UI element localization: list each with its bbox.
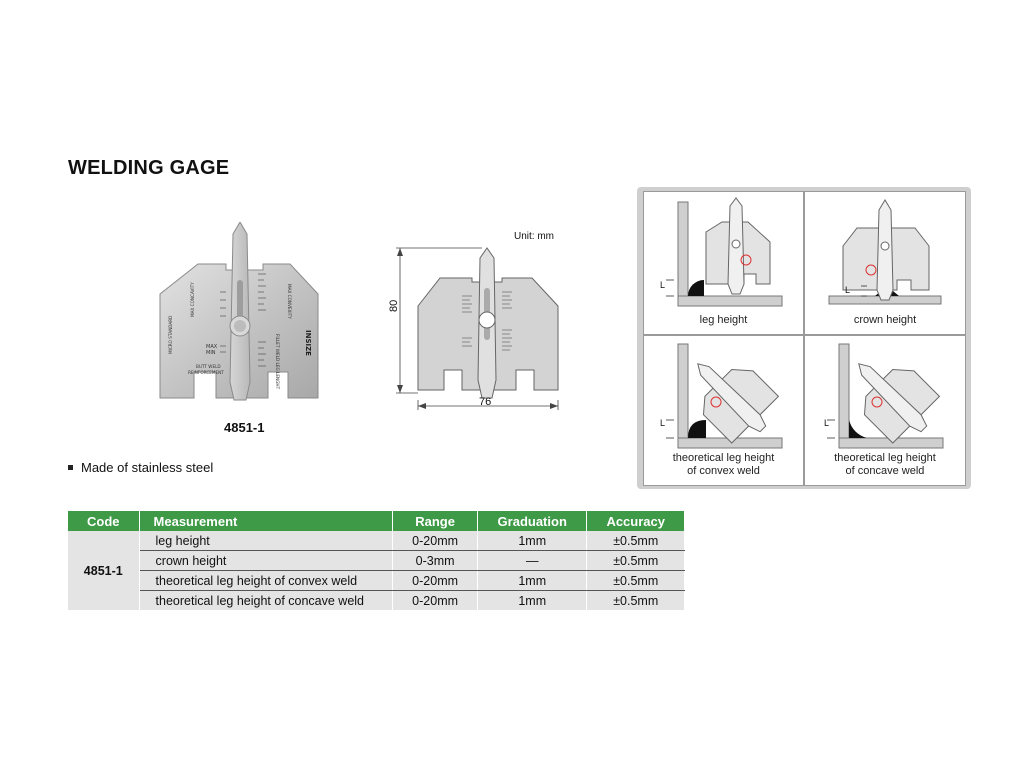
caption-line: theoretical leg height: [834, 452, 936, 464]
page-title: WELDING GAGE: [68, 157, 230, 179]
svg-text:INSIZE: INSIZE: [304, 330, 312, 356]
header-measurement: Measurement: [139, 511, 394, 531]
diagram-crown-height: crown height: [804, 191, 966, 335]
diagram-concave-weld: theoretical leg height of concave weld: [804, 335, 966, 486]
svg-text:MAX CONCAVITY: MAX CONCAVITY: [190, 282, 195, 317]
svg-text:MAX: MAX: [206, 344, 218, 350]
cell-measurement: leg height: [139, 531, 394, 551]
cell-range: 0-20mm: [392, 570, 479, 591]
diagram-marker-l: L: [660, 418, 666, 428]
header-code: Code: [68, 511, 140, 531]
caption-line: of concave weld: [845, 465, 925, 477]
cell-accuracy: ±0.5mm: [586, 570, 685, 591]
product-photo: MAX CONCAVITY MAX CONVEXITY MICRO STANDA…: [159, 222, 319, 401]
svg-text:MIN: MIN: [206, 350, 216, 356]
product-code-label: 4851-1: [224, 420, 265, 435]
header-range: Range: [392, 511, 479, 531]
cell-graduation: 1mm: [477, 590, 588, 610]
table-row: crown height 0-3mm — ±0.5mm: [68, 550, 685, 571]
unit-label: Unit: mm: [514, 231, 554, 242]
cell-graduation: 1mm: [477, 570, 588, 591]
diagram-leg-height: leg height: [643, 191, 804, 335]
width-dimension: 76: [479, 396, 492, 408]
diagram-marker-l: L: [845, 285, 851, 295]
svg-text:REINFORCEMENT: REINFORCEMENT: [188, 370, 224, 375]
cell-range: 0-20mm: [392, 531, 479, 551]
cell-graduation: —: [477, 550, 588, 571]
header-accuracy: Accuracy: [586, 511, 685, 531]
usage-diagram-panel: leg height crown height: [637, 187, 971, 489]
svg-text:MAX CONVEXITY: MAX CONVEXITY: [287, 284, 292, 319]
cell-range: 0-3mm: [392, 550, 479, 571]
cell-range: 0-20mm: [392, 590, 479, 610]
cell-code: 4851-1: [68, 531, 140, 610]
spec-table: Code Measurement Range Graduation Accura…: [68, 511, 685, 610]
cell-measurement: crown height: [139, 550, 394, 571]
cell-accuracy: ±0.5mm: [586, 550, 685, 571]
feature-item: Made of stainless steel: [81, 460, 214, 475]
table-header-row: Code Measurement Range Graduation Accura…: [68, 511, 685, 531]
caption-line: of convex weld: [687, 465, 760, 477]
diagram-caption: theoretical leg height of concave weld: [805, 452, 965, 478]
brand-logo: INSIZE: [304, 330, 312, 356]
caption-line: theoretical leg height: [672, 452, 775, 464]
bullet-icon: [68, 465, 73, 471]
diagram-marker-l: L: [824, 418, 830, 428]
diagram-caption: crown height: [853, 314, 917, 326]
table-row: theoretical leg height of concave weld 0…: [68, 590, 685, 610]
svg-text:MICRO STANDARD: MICRO STANDARD: [168, 316, 173, 354]
diagram-marker-l: L: [660, 280, 666, 290]
cell-measurement: theoretical leg height of concave weld: [139, 590, 394, 610]
cell-measurement: theoretical leg height of convex weld: [139, 570, 394, 591]
cell-graduation: 1mm: [477, 531, 588, 551]
height-dimension: 80: [388, 299, 400, 312]
diagram-caption: theoretical leg height of convex weld: [644, 452, 803, 478]
header-graduation: Graduation: [477, 511, 588, 531]
cell-accuracy: ±0.5mm: [586, 590, 685, 610]
table-row: theoretical leg height of convex weld 0-…: [68, 570, 685, 591]
table-row: 4851-1 leg height 0-20mm 1mm ±0.5mm: [68, 531, 685, 610]
diagram-caption: leg height: [699, 314, 748, 326]
diagram-convex-weld: theoretical leg height of convex weld: [643, 335, 804, 486]
svg-text:BUTT WELD: BUTT WELD: [196, 364, 221, 369]
dimension-drawing: [396, 247, 559, 410]
cell-accuracy: ±0.5mm: [586, 531, 685, 551]
svg-text:FILLET WELD LEG LENGHT: FILLET WELD LEG LENGHT: [275, 334, 280, 390]
feature-list: Made of stainless steel: [68, 460, 213, 475]
